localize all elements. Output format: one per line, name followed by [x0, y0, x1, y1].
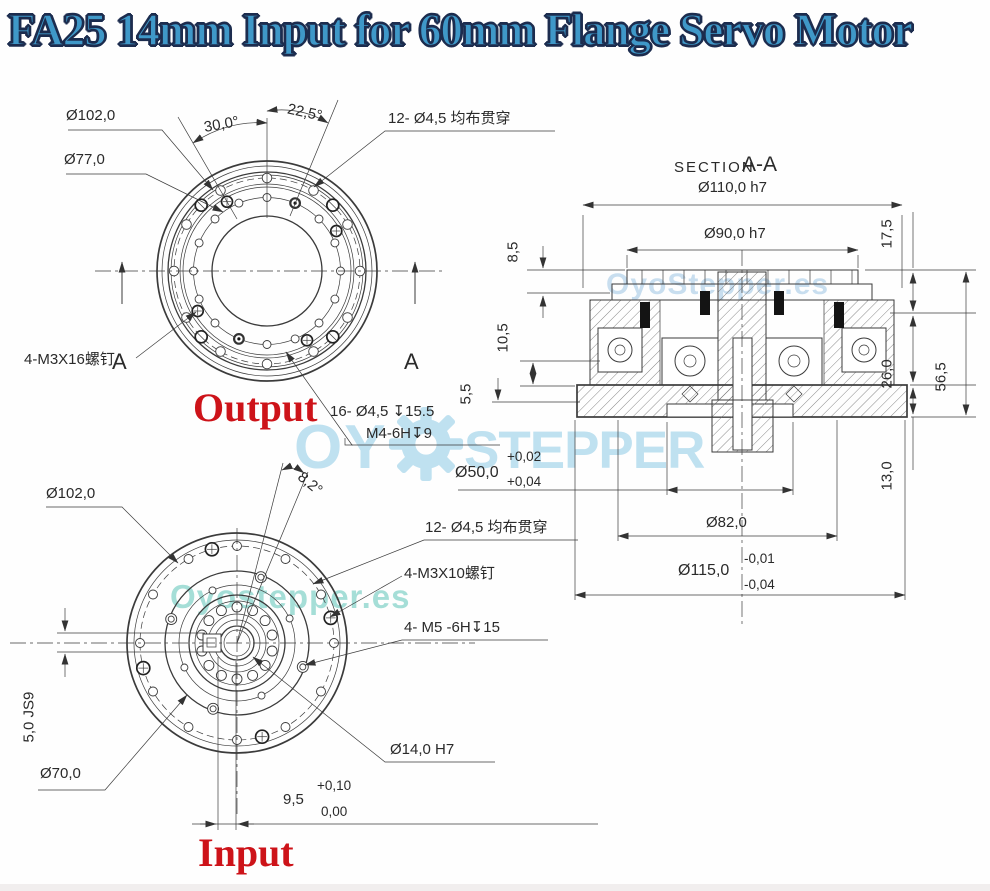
dim-section-d115-tol-upper: -0,01 [744, 551, 775, 566]
watermark-brand-suffix: STEPPER [464, 421, 705, 480]
dim-input-through-holes: 12- Ø4,5 均布贯穿 [425, 519, 548, 536]
dim-section-56-5: 56,5 [932, 362, 950, 392]
dim-input-screws: 4-M3X10螺钉 [404, 565, 495, 582]
dim-section-17-5: 17,5 [878, 219, 896, 249]
dim-section-d110: Ø110,0 h7 [698, 179, 767, 196]
dim-output-outer-diameter: Ø102,0 [66, 107, 116, 124]
dim-section-d50-tol-lower: +0,04 [507, 474, 542, 489]
section-mark-right: A [404, 349, 419, 374]
input-label: Input [198, 830, 294, 875]
dim-input-bore: Ø14,0 H7 [390, 741, 455, 758]
section-title-mark: A-A [742, 153, 778, 176]
dim-output-inner-bolt-circle: Ø77,0 [64, 151, 105, 168]
watermark-site-input: Oyostepper.es [170, 578, 411, 615]
dim-section-d115: Ø115,0 [678, 562, 730, 579]
dim-output-tapped-holes: M4-6H↧9 [366, 425, 432, 442]
dim-section-d90: Ø90,0 h7 [704, 225, 766, 242]
dim-section-d50-tol-upper: +0,02 [507, 449, 542, 464]
output-label: Output [193, 385, 318, 430]
page-title: FA25 14mm Input for 60mm Flange Servo Mo… [7, 4, 914, 56]
gear-icon [388, 406, 464, 482]
top-cover-screw-slots [641, 270, 853, 284]
bottom-divider-bar [0, 884, 990, 891]
output-view-drawing [66, 99, 555, 446]
dim-output-through-holes: 12- Ø4,5 均布贯穿 [388, 110, 511, 127]
dim-input-key-offset: 9,5 [283, 791, 304, 808]
section-mark-left: A [112, 349, 127, 374]
dim-section-10-5: 10,5 [494, 323, 512, 353]
dim-input-keyway: 5,0 JS9 [20, 691, 38, 743]
dim-output-screws: 4-M3X16螺钉 [24, 351, 115, 368]
dim-section-13: 13,0 [878, 461, 896, 491]
dim-input-key-tol-upper: +0,10 [317, 778, 352, 793]
dim-input-key-tol-lower: 0,00 [321, 804, 348, 819]
dim-section-5-5: 5,5 [457, 383, 475, 405]
dim-input-tapped-holes: 4- M5 -6H↧15 [404, 619, 500, 636]
dim-output-counterbore-holes: 16- Ø4,5 ↧15.5 [330, 403, 435, 420]
section-dimension-lines [458, 201, 976, 600]
dim-input-boss-diameter: Ø70,0 [40, 765, 81, 782]
watermark-brand-prefix: OY [294, 413, 388, 482]
dim-section-d50: Ø50,0 [455, 464, 499, 481]
section-title-word: SECTION [674, 159, 755, 176]
section-view-drawing [458, 201, 976, 628]
dim-input-outer-diameter: Ø102,0 [46, 485, 96, 502]
dim-section-8-5: 8,5 [504, 241, 522, 263]
input-view-drawing [10, 462, 598, 830]
dim-section-d115-tol-lower: -0,04 [744, 577, 775, 592]
dim-section-d82: Ø82,0 [706, 514, 747, 531]
dim-section-26: 26,0 [878, 359, 896, 389]
